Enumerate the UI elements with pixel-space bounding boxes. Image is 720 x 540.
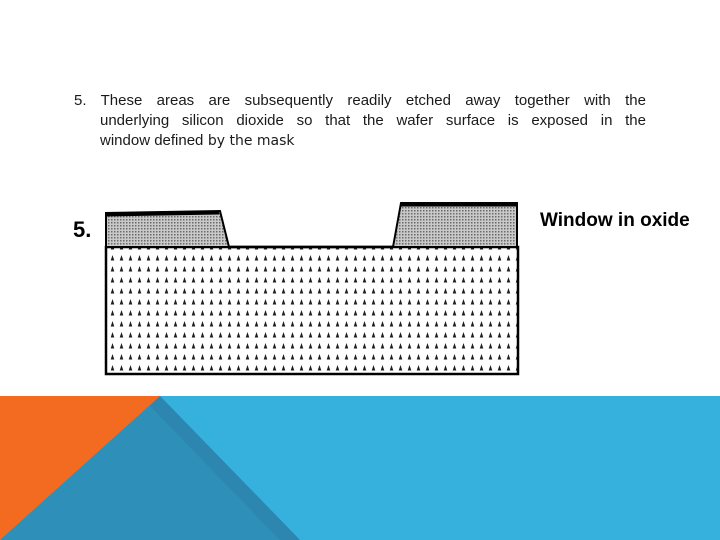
- oxide-block-right: [391, 202, 518, 248]
- by-the-mask-text: by the mask: [203, 133, 295, 149]
- paragraph-line-1: 5. These areas are subsequently readily …: [74, 92, 646, 109]
- oxide-top-edge-left: [105, 211, 220, 217]
- oxide-block-left: [105, 209, 231, 248]
- silicon-substrate: [104, 245, 520, 376]
- step-label: 5.: [73, 217, 91, 242]
- paragraph-line-3: window defined by the mask: [74, 131, 646, 151]
- paragraph-line-2: underlying silicon dioxide so that the w…: [100, 112, 646, 129]
- teal-triangle: [0, 396, 300, 540]
- dark-wedge: [150, 396, 300, 540]
- window-in-oxide-label: Window in oxide: [540, 210, 690, 231]
- decorative-bottom-band: [0, 396, 720, 540]
- window-defined-text: window defined: [100, 132, 204, 149]
- slide-body-text: 5. These areas are subsequently readily …: [74, 91, 646, 151]
